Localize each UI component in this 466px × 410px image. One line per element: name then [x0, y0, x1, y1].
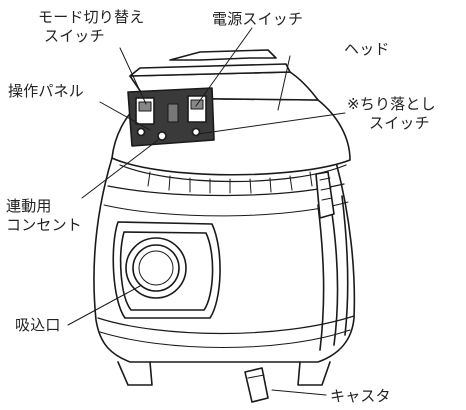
label-linked-outlet: 連動用 コンセント — [6, 197, 82, 235]
caster-wheels — [117, 361, 331, 403]
label-head: ヘッド — [344, 40, 390, 58]
label-dust-shake-switch-line2: スイッチ — [369, 114, 430, 132]
label-dust-shake-switch-line1: ※ちり落とし — [347, 95, 436, 113]
intake-panel — [112, 221, 221, 319]
control-panel — [127, 87, 215, 147]
label-intake: 吸込口 — [15, 316, 61, 334]
label-power-switch: 電源スイッチ — [212, 10, 304, 28]
label-caster: キャスタ — [330, 387, 391, 405]
label-mode-switch: モード切り替え スイッチ — [38, 8, 144, 46]
label-linked-outlet-line1: 連動用 — [6, 197, 52, 215]
label-control-panel: 操作パネル — [8, 82, 85, 100]
callout-lines — [67, 27, 346, 396]
label-linked-outlet-line2: コンセント — [6, 216, 83, 234]
label-dust-shake-switch: ※ちり落とし スイッチ — [347, 95, 436, 133]
label-mode-switch-line2: スイッチ — [44, 27, 105, 45]
label-mode-switch-line1: モード切り替え — [38, 8, 145, 26]
